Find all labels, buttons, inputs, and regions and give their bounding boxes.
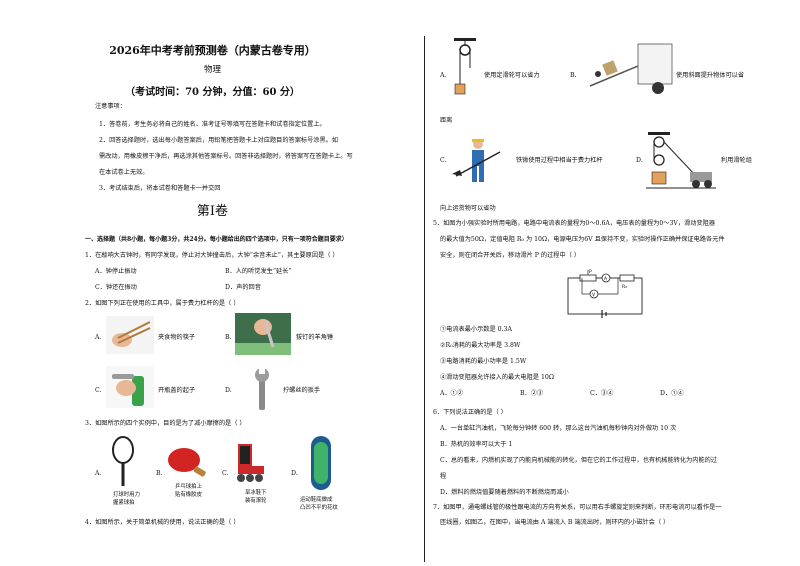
q2-label-c: C. (95, 387, 102, 394)
ping-pong-paddle-image (166, 446, 208, 480)
q2-caption-c: 开瓶盖的起子 (158, 387, 196, 394)
q2-caption-d: 拧螺丝的扳手 (283, 387, 321, 394)
r0-label: R₀ (622, 284, 627, 290)
q6-option-d: D．燃料的燃烧值要随着燃料的不断燃烧而减小 (440, 489, 569, 496)
q1-stem: 1．在敲响大古钟时，有同学发现，停止对大钟撞击后，大钟“余音未止”，其主要原因是… (85, 252, 339, 259)
q6-option-c: C．总的看来，内燃机实现了内能向机械能的转化，但在它的工作过程中，也有机械能转化… (440, 457, 717, 464)
q5-option-1: ①电流表最小示数是 0.3A (440, 326, 512, 333)
q4-label-a: A. (440, 72, 447, 79)
slider-p-label: P (589, 269, 592, 275)
q5-option-4: ④滑动变阻器允许接入的最大电阻是 10Ω (440, 374, 554, 381)
ammeter-label: A (604, 276, 608, 282)
q4-text-d-cont: 向上运货物可以省功 (440, 205, 496, 212)
q3-caption-a1: 打球时用力 (113, 492, 140, 498)
q3-label-c: C. (222, 470, 229, 477)
q3-stem: 3．如图所示的四个实例中，目的是为了减小摩擦的是（ ） (85, 420, 246, 427)
q3-caption-b2: 贴有橡胶皮 (175, 492, 202, 498)
bottle-opener-image (106, 366, 154, 408)
q1-option-c: C．钟还在振动 (95, 284, 137, 291)
fixed-pulley-figure (452, 38, 478, 100)
voltmeter-label: V (592, 292, 596, 298)
q3-caption-d2: 凸凹不平的花纹 (300, 505, 338, 511)
q5-option-3: ③电路消耗的最小功率是 1.5W (440, 358, 527, 365)
q6-stem: 6．下列说法正确的是（ ） (433, 409, 507, 416)
q7-line-2: 匝线圈，如图乙，在图中，当电流由 A 端流入 B 端流出时，则环内的小磁针会（ … (440, 519, 670, 526)
column-divider (424, 36, 425, 562)
tennis-racket-image (108, 436, 138, 488)
q6-option-b: B．热机的效率可以大于 1 (440, 441, 513, 448)
q2-label-d: D. (225, 387, 232, 394)
q3-label-d: D. (291, 470, 298, 477)
q4-label-c: C. (440, 157, 447, 164)
note-1: 1．答卷前，考生务必将自己的姓名、准考证号等填写在答题卡和试卷指定位置上。 (99, 121, 326, 128)
q5-choice-c: C．③④ (590, 390, 614, 397)
q4-text-b: 使用斜面提升物体可以省 (676, 72, 745, 79)
q4-stem: 4．如图所示，关于简单机械的使用，说法正确的是（ ） (85, 519, 240, 526)
q2-label-b: B. (225, 334, 232, 341)
section-heading: 一、选择题（共8小题，每小题3分，共24分。每小题给出的四个选项中，只有一项符合… (85, 236, 348, 243)
inclined-plane-truck-figure (588, 40, 674, 98)
q3-caption-a2: 握紧球拍 (113, 500, 135, 506)
q6-option-c-cont: 程 (440, 473, 447, 480)
q4-text-a: 使用定滑轮可以省力 (484, 72, 540, 79)
q5-line-1: 5．如图为小强实验时所用电路，电路中电流表的量程为0～0.6A，电压表的量程为0… (433, 220, 716, 227)
note-2a: 2．回答选择题时，选出每小题答案后，用铅笔把答题卡上对应题目的答案标号涂黑。如 (99, 137, 339, 144)
notes-heading: 注意事项： (95, 103, 126, 110)
q5-option-2: ②R₀消耗的最大功率是 3.8W (440, 342, 521, 349)
q5-choice-b: B．②③ (520, 390, 544, 397)
q3-caption-d1: 运动鞋底做成 (300, 497, 333, 503)
q3-label-b: B. (156, 470, 163, 477)
exam-info: （考试时间：70 分钟，分值：60 分） (125, 87, 300, 98)
note-2b: 需改动，用橡皮擦干净后，再选涂其他答案标号。回答非选择题时，将答案写在答题卡上。… (99, 153, 353, 160)
q2-label-a: A. (95, 334, 102, 341)
q4-label-b: B. (570, 72, 577, 79)
circuit-diagram: P A V R₀ (562, 268, 648, 320)
q1-option-d: D．声的回音 (225, 284, 261, 291)
chopsticks-image (106, 316, 154, 354)
shovel-worker-figure (450, 136, 506, 186)
q3-label-a: A. (95, 470, 102, 477)
q3-caption-c1: 旱冰鞋下 (245, 490, 267, 496)
q5-choice-a: A．①② (440, 390, 464, 397)
roller-skate-image (232, 440, 268, 484)
q1-option-b: B．人的听觉发生“延长” (225, 268, 292, 275)
q7-line-1: 7．如图甲，通电螺线管的极性跟电流的方向有关系，可以用右手螺旋定则来判断，环形电… (433, 504, 722, 511)
note-2c: 在本试卷上无效。 (99, 169, 149, 176)
q4-text-b-cont: 距离 (440, 117, 453, 124)
subject-label: 物理 (203, 65, 221, 75)
q2-caption-b: 拔钉的羊角锤 (296, 334, 334, 341)
exam-title: 2026年中考考前预测卷（内蒙古卷专用） (109, 44, 316, 57)
pulley-block-figure (646, 132, 716, 194)
q1-option-a: A．钟停止振动 (95, 268, 137, 275)
q2-stem: 2．如图下列正在使用的工具中，属于费力杠杆的是（ ） (85, 300, 240, 307)
note-3: 3．考试结束后，将本试卷和答题卡一并交回 (99, 185, 221, 192)
q3-caption-b1: 乒乓球拍上 (175, 484, 202, 490)
wrench-image (247, 366, 277, 414)
q4-text-d: 利用滑轮组 (721, 157, 752, 164)
q5-choice-d: D．①④ (660, 390, 684, 397)
volume-title: 第Ⅰ卷 (196, 204, 229, 219)
q4-label-d: D. (636, 157, 643, 164)
q3-caption-c2: 装有滚轮 (245, 498, 267, 504)
q6-option-a: A．一台单缸汽油机，飞轮每分钟转 600 转，那么这台汽油机每秒钟内对外做功 1… (440, 425, 677, 432)
q5-line-3: 安全，则在闭合开关后，移动滑片 P 的过程中（ ） (440, 252, 580, 259)
q2-caption-a: 夹食物的筷子 (158, 334, 196, 341)
claw-hammer-image (235, 313, 291, 355)
q5-line-2: 的最大值为50Ω，定值电阻 R₀ 为 10Ω，电源电压为6V 且保持不变，实验时… (440, 236, 725, 243)
q4-text-c: 铁锹使用过程中相当于费力杠杆 (516, 157, 603, 164)
sneaker-sole-image (308, 434, 334, 492)
